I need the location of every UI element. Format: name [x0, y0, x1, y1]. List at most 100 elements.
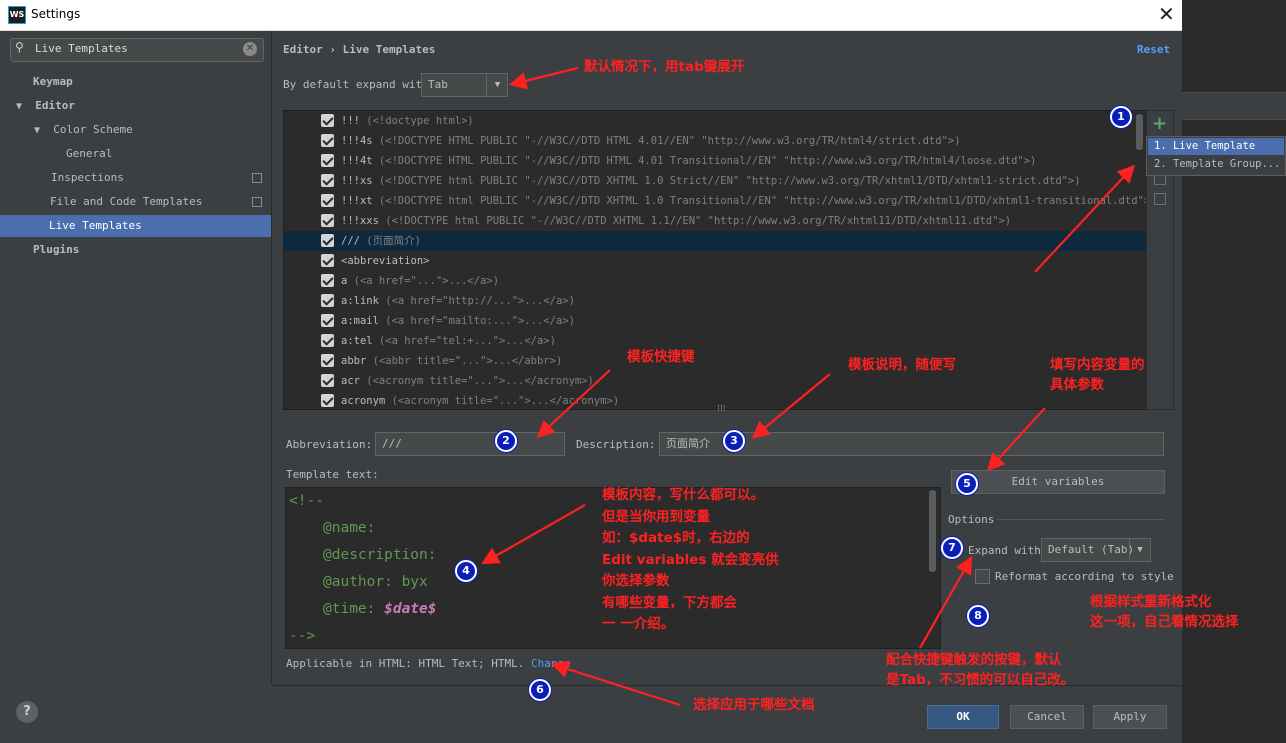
add-popup-menu: 1. Live Template 2. Template Group... — [1146, 136, 1286, 176]
clear-search-icon[interactable]: ✕ — [243, 42, 257, 56]
template-enabled-checkbox[interactable] — [321, 174, 334, 187]
reformat-label: Reformat according to style — [995, 570, 1174, 583]
template-enabled-checkbox[interactable] — [321, 374, 334, 387]
search-input[interactable]: Live Templates — [35, 42, 128, 55]
arrow-applicable — [550, 660, 681, 707]
template-row[interactable]: acr (<acronym title="...">...</acronym>) — [284, 371, 1146, 391]
cancel-button[interactable]: Cancel — [1010, 705, 1084, 729]
annotation-template-text: 模板内容，写什么都可以。 但是当你用到变量 如：$date$时，右边的 Edit… — [602, 487, 779, 632]
background-window — [1182, 0, 1286, 743]
badge-5: 5 — [956, 473, 978, 495]
template-row-label: !!!4s (<!DOCTYPE HTML PUBLIC "-//W3C//DT… — [341, 135, 961, 147]
reset-link[interactable]: Reset — [1137, 43, 1171, 56]
template-row[interactable]: a:link (<a href="http://...">...</a>) — [284, 291, 1146, 311]
template-enabled-checkbox[interactable] — [321, 294, 334, 307]
sidebar-item-keymap[interactable]: Keymap — [33, 75, 73, 88]
template-row-label: a:mail (<a href="mailto:...">...</a>) — [341, 315, 575, 327]
edit-variables-button[interactable]: Edit variables — [951, 470, 1165, 494]
template-enabled-checkbox[interactable] — [321, 354, 334, 367]
window-title: Settings — [31, 7, 81, 21]
sidebar-item-editor[interactable]: ▼ Editor — [16, 99, 76, 112]
template-row[interactable]: !!! (<!doctype html>) — [284, 111, 1146, 131]
default-expand-select[interactable]: Tab ▼ — [421, 73, 508, 97]
code-time-line: @time: $date$ — [323, 601, 437, 617]
sidebar-item-live-templates[interactable]: Live Templates — [0, 215, 271, 237]
arrow-template-text — [481, 504, 586, 565]
sidebar-item-file-code-templates[interactable]: File and Code Templates — [50, 195, 203, 208]
add-icon[interactable]: + — [1152, 113, 1168, 134]
template-row[interactable]: /// (页面简介) — [284, 231, 1146, 251]
template-enabled-checkbox[interactable] — [321, 214, 334, 227]
template-enabled-checkbox[interactable] — [321, 274, 334, 287]
expand-with-label: Expand with — [968, 544, 1041, 557]
splitter-handle[interactable]: ⁞⁞⁞ — [717, 404, 726, 414]
template-row-label: !!!xs (<!DOCTYPE html PUBLIC "-//W3C//DT… — [341, 175, 1081, 187]
help-icon[interactable]: ? — [16, 701, 38, 723]
editor-scrollbar[interactable] — [929, 490, 936, 572]
sidebar-item-general[interactable]: General — [66, 147, 113, 160]
code-comment-open: <!-- — [289, 493, 324, 509]
menu-item-live-template[interactable]: 1. Live Template — [1148, 138, 1284, 155]
template-enabled-checkbox[interactable] — [321, 314, 334, 327]
options-label: Options — [948, 513, 995, 526]
arrow-abbreviation — [536, 369, 611, 438]
sidebar-item-inspections[interactable]: Inspections — [51, 171, 124, 184]
move-icon[interactable] — [1154, 193, 1166, 205]
description-label: Description: — [576, 438, 656, 451]
template-row[interactable]: a:tel (<a href="tel:+...">...</a>) — [284, 331, 1146, 351]
template-enabled-checkbox[interactable] — [321, 234, 334, 247]
template-row[interactable]: !!!xxs (<!DOCTYPE html PUBLIC "-//W3C//D… — [284, 211, 1146, 231]
template-row-label: !!! (<!doctype html>) — [341, 115, 474, 127]
badge-7: 7 — [941, 537, 963, 559]
close-icon[interactable]: ✕ — [1158, 2, 1175, 26]
expand-arrow-icon: ▼ — [16, 101, 23, 112]
template-row[interactable]: a:mail (<a href="mailto:...">...</a>) — [284, 311, 1146, 331]
template-enabled-checkbox[interactable] — [321, 334, 334, 347]
search-box[interactable]: ⚲ Live Templates ✕ — [10, 38, 264, 62]
template-row[interactable]: !!!4s (<!DOCTYPE HTML PUBLIC "-//W3C//DT… — [284, 131, 1146, 151]
project-settings-icon — [252, 197, 262, 207]
template-text-label: Template text: — [286, 468, 379, 481]
template-row[interactable]: <abbreviation> — [284, 251, 1146, 271]
expand-with-select[interactable]: Default (Tab) ▼ — [1041, 538, 1151, 562]
template-row[interactable]: a (<a href="...">...</a>) — [284, 271, 1146, 291]
sidebar-item-color-scheme[interactable]: ▼ Color Scheme — [34, 123, 133, 136]
bottom-divider — [272, 685, 1182, 686]
template-list[interactable]: !!! (<!doctype html>) !!!4s (<!DOCTYPE HT… — [283, 110, 1147, 410]
template-enabled-checkbox[interactable] — [321, 254, 334, 267]
template-row[interactable]: abbr (<abbr title="...">...</abbr>) — [284, 351, 1146, 371]
badge-1: 1 — [1110, 106, 1132, 128]
apply-button[interactable]: Apply — [1093, 705, 1167, 729]
reformat-checkbox[interactable] — [975, 569, 990, 584]
annotation-variables: 填写内容变量的具体参数 — [1050, 357, 1145, 393]
annotation-expand-with: 配合快捷键触发的按键，默认是Tab，不习惯的可以自己改。 — [886, 652, 1075, 688]
default-expand-label: By default expand with — [283, 78, 429, 91]
template-row-label: !!!xt (<!DOCTYPE html PUBLIC "-//W3C//DT… — [341, 195, 1147, 207]
app-logo: WS — [8, 6, 26, 24]
menu-item-template-group[interactable]: 2. Template Group... — [1154, 158, 1281, 170]
template-text-editor[interactable]: <!-- @name: @description: @author: byx @… — [285, 487, 941, 649]
template-enabled-checkbox[interactable] — [321, 194, 334, 207]
options-divider — [997, 519, 1165, 520]
abbreviation-input[interactable]: /// — [375, 432, 565, 456]
template-row[interactable]: !!!xs (<!DOCTYPE html PUBLIC "-//W3C//DT… — [284, 171, 1146, 191]
template-row-label: acronym (<acronym title="...">...</acron… — [341, 395, 620, 407]
code-author-line: @author: byx — [323, 574, 428, 590]
template-enabled-checkbox[interactable] — [321, 154, 334, 167]
annotation-default-expand: 默认情况下，用tab键展开 — [584, 59, 745, 75]
annotation-applicable: 选择应用于哪些文档 — [693, 697, 815, 713]
template-enabled-checkbox[interactable] — [321, 394, 334, 407]
badge-2: 2 — [495, 430, 517, 452]
project-settings-icon — [252, 173, 262, 183]
template-row[interactable]: acronym (<acronym title="...">...</acron… — [284, 391, 1146, 409]
template-row[interactable]: !!!4t (<!DOCTYPE HTML PUBLIC "-//W3C//DT… — [284, 151, 1146, 171]
sidebar-item-plugins[interactable]: Plugins — [33, 243, 80, 256]
list-scrollbar[interactable] — [1136, 114, 1143, 150]
arrow-description — [751, 373, 831, 439]
template-row[interactable]: !!!xt (<!DOCTYPE html PUBLIC "-//W3C//DT… — [284, 191, 1146, 211]
ok-button[interactable]: OK — [927, 705, 999, 729]
template-enabled-checkbox[interactable] — [321, 134, 334, 147]
template-enabled-checkbox[interactable] — [321, 114, 334, 127]
template-row-label: /// (页面简介) — [341, 235, 421, 247]
